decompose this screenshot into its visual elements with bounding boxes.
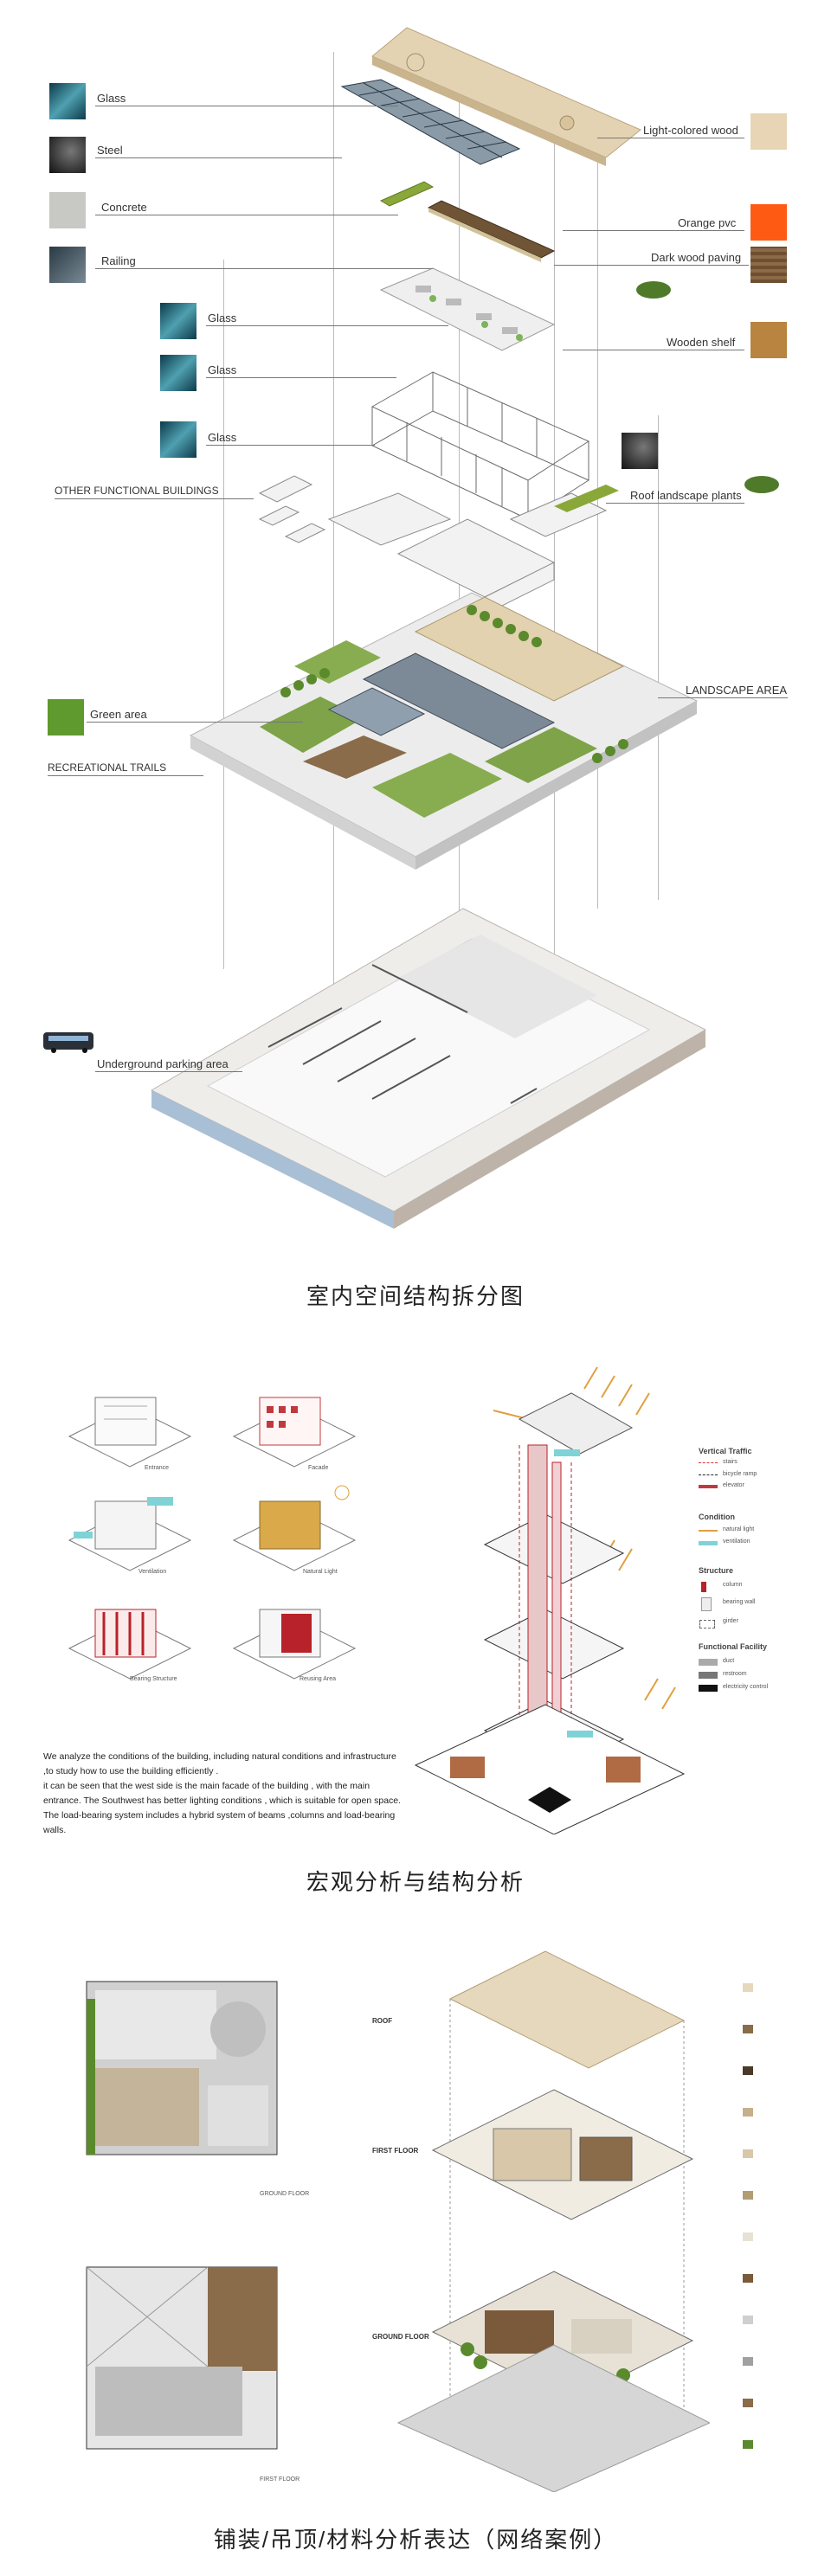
caption-section-3: 铺装/吊顶/材料分析表达（网络案例） <box>213 2527 618 2553</box>
header-ground-floor: GROUND FLOOR <box>372 2333 429 2341</box>
steel-swatch <box>49 137 86 173</box>
label-bearing-structure: Bearing Structure <box>130 1676 177 1682</box>
label-natural-light: Natural Light <box>303 1569 338 1575</box>
label-dark-wood: Dark wood paving <box>651 251 742 264</box>
label-orange-pvc: Orange pvc <box>678 216 737 229</box>
railing-swatch <box>49 247 86 283</box>
projection-line <box>333 52 334 1038</box>
label-roof-plants: Roof landscape plants <box>630 489 742 502</box>
interior-layer <box>379 267 556 351</box>
label-ventilation: Ventilation <box>138 1569 167 1575</box>
label-railing: Railing <box>101 254 136 267</box>
label-underground-parking: Underground parking area <box>97 1057 229 1070</box>
plan-title-first: FIRST FLOOR <box>260 2476 300 2483</box>
green-area-swatch <box>48 699 84 736</box>
exploded-interior <box>396 1950 710 2492</box>
concrete-swatch <box>49 192 86 228</box>
label-landscape-area: LANDSCAPE AREA <box>686 684 788 697</box>
projection-line <box>658 415 659 900</box>
glass-swatch <box>160 355 196 391</box>
label-green-area: Green area <box>90 708 147 721</box>
glass-swatch <box>160 303 196 339</box>
caption-section-1: 室内空间结构拆分图 <box>306 1283 525 1309</box>
cube-entrance <box>68 1397 192 1468</box>
first-floor-plan <box>86 2266 278 2450</box>
exploded-drawing <box>43 27 779 1229</box>
cube-ventilation <box>68 1497 192 1571</box>
header-first-floor: FIRST FLOOR <box>372 2147 419 2155</box>
other-functional-buildings <box>258 475 608 615</box>
projection-line <box>223 260 224 969</box>
label-light-wood: Light-colored wood <box>643 124 738 137</box>
ground-floor-plan <box>86 1981 278 2155</box>
analysis-cubes <box>68 1397 357 1680</box>
light-wood-swatch <box>750 113 787 150</box>
label-glass: Glass <box>97 92 126 105</box>
vertical-structure-diagram <box>414 1366 686 1834</box>
cube-reusing-area <box>232 1609 357 1680</box>
cube-bearing-structure <box>68 1609 192 1680</box>
orange-pvc-swatch <box>750 204 787 241</box>
label-recreational-trails: RECREATIONAL TRAILS <box>48 761 167 774</box>
dark-wood-swatch <box>750 247 787 283</box>
green-strip <box>379 181 435 207</box>
glass-swatch <box>160 421 196 458</box>
dark-wood-strip <box>427 200 556 259</box>
label-glass: Glass <box>208 312 237 324</box>
projection-line <box>597 130 598 909</box>
cube-facade <box>232 1397 357 1468</box>
label-concrete: Concrete <box>101 201 147 214</box>
projection-line <box>554 104 555 969</box>
label-glass: Glass <box>208 431 237 444</box>
wooden-shelf-swatch <box>750 322 787 358</box>
label-other-buildings: OTHER FUNCTIONAL BUILDINGS <box>55 485 219 497</box>
label-glass: Glass <box>208 363 237 376</box>
label-wooden-shelf: Wooden shelf <box>667 336 736 349</box>
glass-swatch <box>49 83 86 119</box>
parking-rows <box>267 964 538 1104</box>
caption-section-2: 宏观分析与结构分析 <box>306 1869 525 1895</box>
analysis-paragraph: We analyze the conditions of the buildin… <box>43 1751 402 1835</box>
label-entrance: Entrance <box>145 1465 170 1471</box>
cube-natural-light <box>232 1485 357 1571</box>
header-roof: ROOF <box>372 2017 393 2025</box>
label-steel: Steel <box>97 144 123 157</box>
plan-title-ground: GROUND FLOOR <box>260 2191 310 2197</box>
steel-frame <box>370 371 590 520</box>
label-reusing-area: Reusing Area <box>300 1676 337 1682</box>
label-facade: Facade <box>308 1465 329 1471</box>
steel-swatch <box>622 433 658 469</box>
